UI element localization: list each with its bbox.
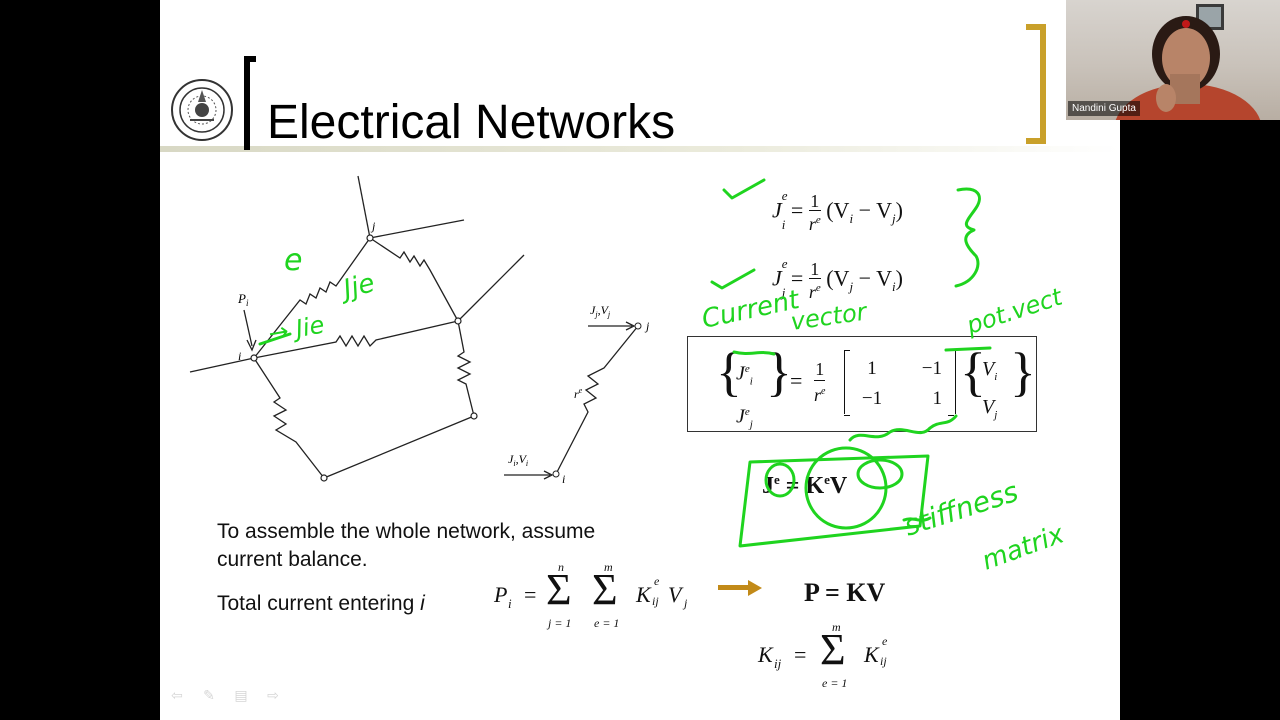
- pen-tool-icon[interactable]: ✎: [203, 687, 215, 703]
- body-text-line-2: current balance.: [217, 548, 368, 571]
- wire: [357, 175, 371, 239]
- slide-menu-icon[interactable]: ▤: [234, 687, 248, 703]
- element-node-j: j: [644, 319, 650, 333]
- resistor: [369, 237, 459, 322]
- wire: [323, 415, 475, 479]
- title-bracket-left: [244, 56, 256, 150]
- compact-equation: Je = KeV: [762, 472, 848, 499]
- title-bracket-right: [1026, 24, 1046, 144]
- wire: [457, 254, 525, 322]
- title-underline: [160, 146, 1120, 152]
- wire: [189, 357, 255, 373]
- participant-video[interactable]: [1066, 0, 1280, 120]
- node-i-label: i: [238, 349, 241, 363]
- slide-title: Electrical Networks: [267, 96, 676, 149]
- load-arrowhead: [246, 339, 257, 352]
- resistor: [253, 237, 371, 359]
- body-text-line-1: To assemble the whole network, assume: [217, 520, 596, 543]
- network-diagram: j i Pi j i Jj,Vj Ji,Vi re: [189, 175, 650, 486]
- implies-arrow-icon: [718, 580, 762, 596]
- kij-equation: K ij = Σ m e = 1 K e ij: [758, 620, 888, 690]
- element-resistor: [555, 325, 639, 475]
- participant-name: Nandini Gupta: [1068, 101, 1140, 116]
- participant-avatar: [1115, 4, 1261, 120]
- element-arrowhead-bottom: [543, 470, 554, 480]
- summation-equation: P i = Σ n j = 1 Σ m e = 1 K e ij V j: [494, 560, 688, 630]
- element-bottom-label: Ji,Vi: [508, 452, 528, 468]
- prev-slide-icon[interactable]: ⇦: [171, 687, 183, 703]
- resistor: [456, 320, 475, 417]
- body-text-line-3: Total current entering i: [217, 592, 425, 615]
- slide-canvas: Electrical Networks j i Pi: [160, 0, 1120, 720]
- load-arrow: [243, 309, 253, 347]
- node-j-label: j: [370, 219, 376, 233]
- wire: [369, 219, 465, 239]
- institute-seal-icon: [171, 79, 233, 141]
- load-label: Pi: [237, 291, 249, 308]
- element-arrowhead-top: [625, 321, 636, 331]
- slide-navigation: ⇦ ✎ ▤ ⇨: [168, 688, 282, 702]
- next-slide-icon[interactable]: ⇨: [267, 687, 279, 703]
- resistor: [253, 320, 459, 359]
- element-top-label: Jj,Vj: [590, 303, 611, 319]
- global-equation: P = KV: [804, 578, 886, 607]
- resistor: [253, 357, 325, 479]
- resistance-label: re: [574, 386, 583, 401]
- element-node-i: i: [562, 472, 565, 486]
